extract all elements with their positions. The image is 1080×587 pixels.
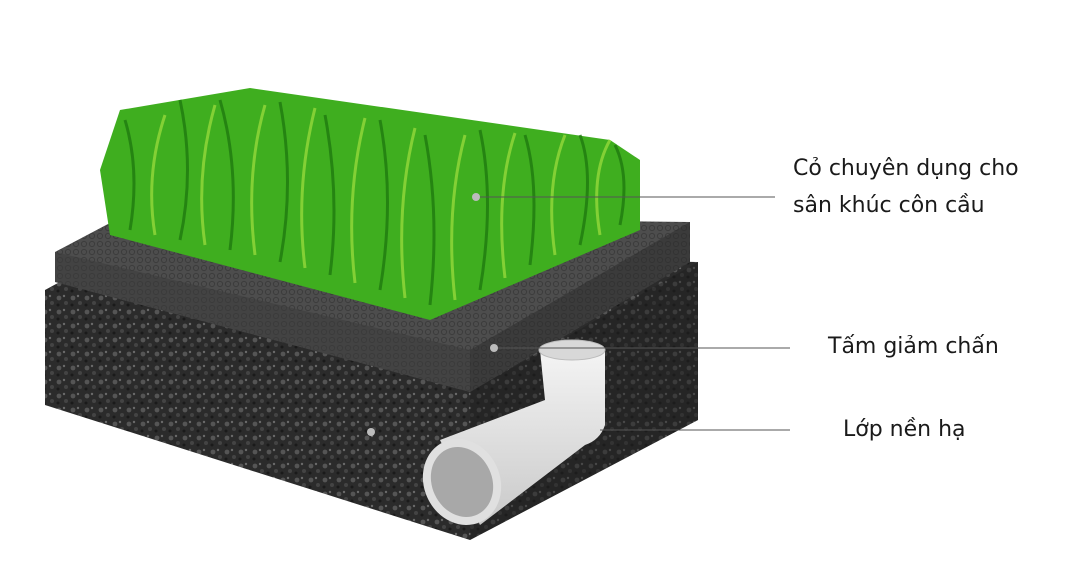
- drainage-pipe: [422, 339, 606, 525]
- base-layer-marker-dot: [367, 428, 375, 436]
- turf-label-line-1: Cỏ chuyên dụng cho: [793, 156, 1019, 181]
- leader-lines: [476, 196, 790, 431]
- turf-grass-layer: [100, 88, 640, 320]
- shock-pad-label: Tấm giảm chấn: [828, 334, 999, 359]
- turf-label: Cỏ chuyên dụng cho sân khúc côn cầu: [793, 150, 1019, 224]
- shock-pad-marker-dot: [490, 344, 498, 352]
- base-layer-label: Lớp nền hạ: [843, 417, 966, 442]
- turf-marker-dot: [472, 193, 480, 201]
- turf-label-line-2: sân khúc côn cầu: [793, 193, 985, 218]
